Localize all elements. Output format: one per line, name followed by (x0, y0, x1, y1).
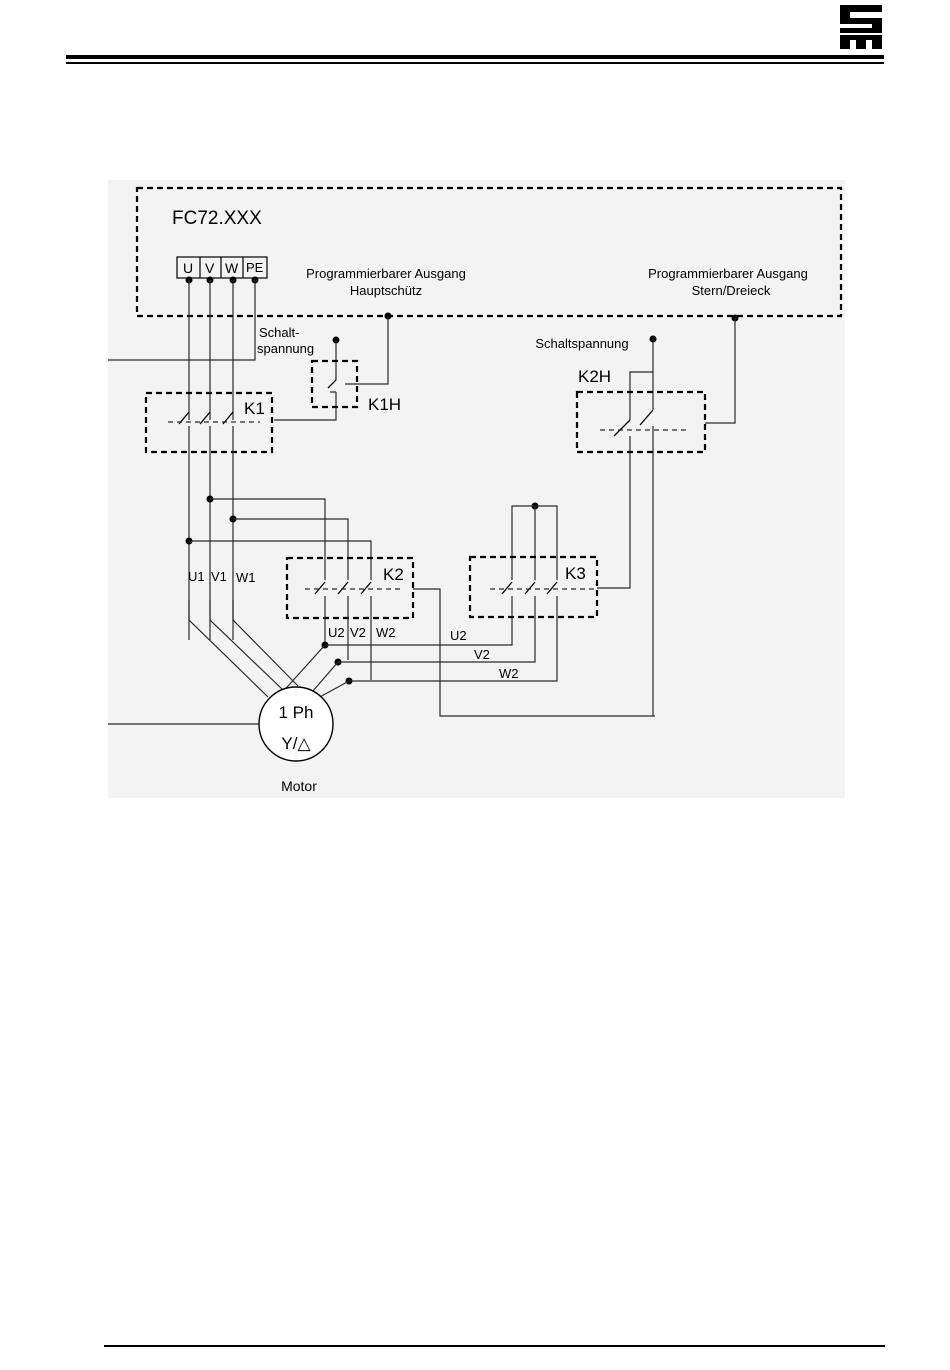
label-v1: V1 (211, 569, 227, 584)
contactor-k2h (577, 392, 705, 452)
terminal-u: U (183, 260, 193, 276)
label-k2-v2: V2 (350, 625, 366, 640)
output-main-line1: Programmierbarer Ausgang (306, 266, 466, 281)
output-main-line2: Hauptschütz (350, 283, 422, 298)
label-u1: U1 (188, 569, 205, 584)
label-k3: K3 (565, 564, 586, 583)
output-stardelta-line1: Programmierbarer Ausgang (648, 266, 808, 281)
terminal-w: W (225, 260, 239, 276)
label-k2-w2: W2 (376, 625, 396, 640)
control-voltage-left-line2: spannung (257, 341, 314, 356)
header-rule-thick (66, 55, 884, 59)
header-rule-thin (66, 62, 884, 64)
label-bus-v2: V2 (474, 647, 490, 662)
label-k2-u2: U2 (328, 625, 345, 640)
motor-caption: Motor (281, 778, 317, 794)
label-k1: K1 (244, 399, 265, 418)
label-bus-w2: W2 (499, 666, 519, 681)
device-label: FC72.XXX (172, 208, 262, 229)
wiring-diagram: FC72.XXX U V W PE Programmierbarer Ausga… (108, 180, 845, 798)
label-w1: W1 (236, 570, 256, 585)
company-logo (840, 5, 882, 49)
label-k2h: K2H (578, 367, 611, 386)
footer-rule (104, 1345, 885, 1347)
label-k2: K2 (383, 565, 404, 584)
output-stardelta-line2: Stern/Dreieck (692, 283, 771, 298)
label-bus-u2: U2 (450, 628, 467, 643)
terminal-pe: PE (246, 260, 264, 275)
control-voltage-right: Schaltspannung (535, 336, 628, 351)
motor-connection-label: Y/△ (281, 734, 311, 753)
terminal-v: V (205, 260, 215, 276)
control-voltage-left-line1: Schalt- (259, 325, 299, 340)
label-k1h: K1H (368, 395, 401, 414)
motor-phase-label: 1 Ph (279, 703, 314, 722)
